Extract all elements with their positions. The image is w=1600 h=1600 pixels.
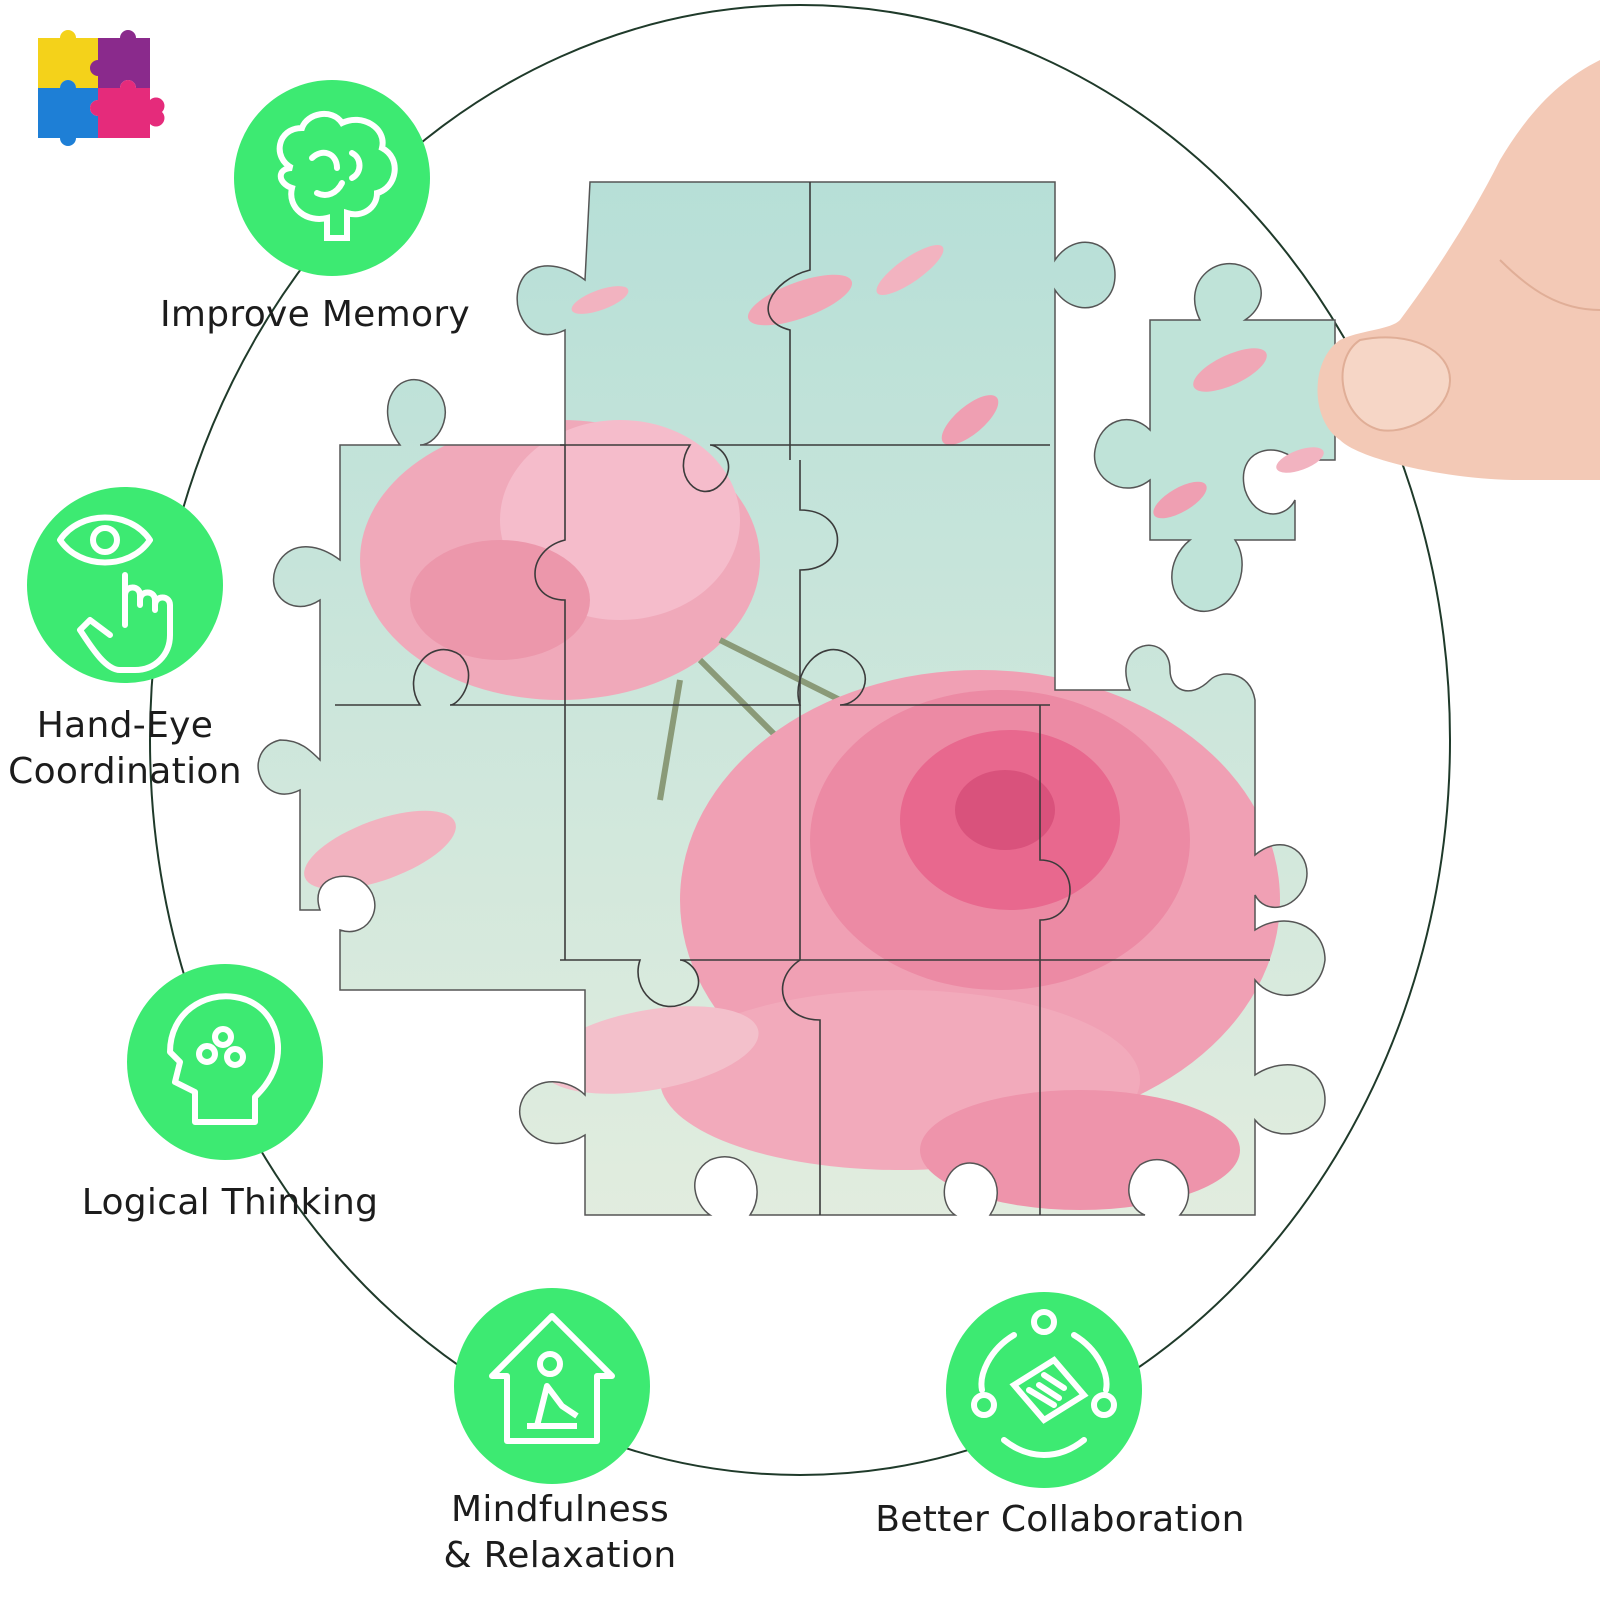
label-hand-eye-line2: Coordination xyxy=(8,751,242,792)
label-improve-memory: Improve Memory xyxy=(159,294,471,335)
hand-holding-piece-icon xyxy=(1317,60,1600,480)
label-logical-thinking: Logical Thinking xyxy=(81,1182,379,1223)
eye-hand-icon xyxy=(27,487,223,683)
head-gears-icon xyxy=(127,964,323,1160)
label-hand-eye-line1: Hand-Eye xyxy=(36,705,214,746)
label-better-collaboration: Better Collaboration xyxy=(875,1499,1245,1540)
home-person-icon xyxy=(454,1288,650,1484)
label-mindfulness-line2: & Relaxation xyxy=(443,1535,677,1576)
label-mindfulness: Mindfulness & Relaxation xyxy=(420,1487,700,1579)
brain-icon xyxy=(234,80,430,276)
label-hand-eye: Hand-Eye Coordination xyxy=(0,703,250,795)
label-mindfulness-line1: Mindfulness xyxy=(451,1489,669,1530)
loose-puzzle-piece xyxy=(1093,263,1336,613)
puzzle-logo-icon xyxy=(38,30,165,146)
team-book-icon xyxy=(946,1292,1142,1488)
